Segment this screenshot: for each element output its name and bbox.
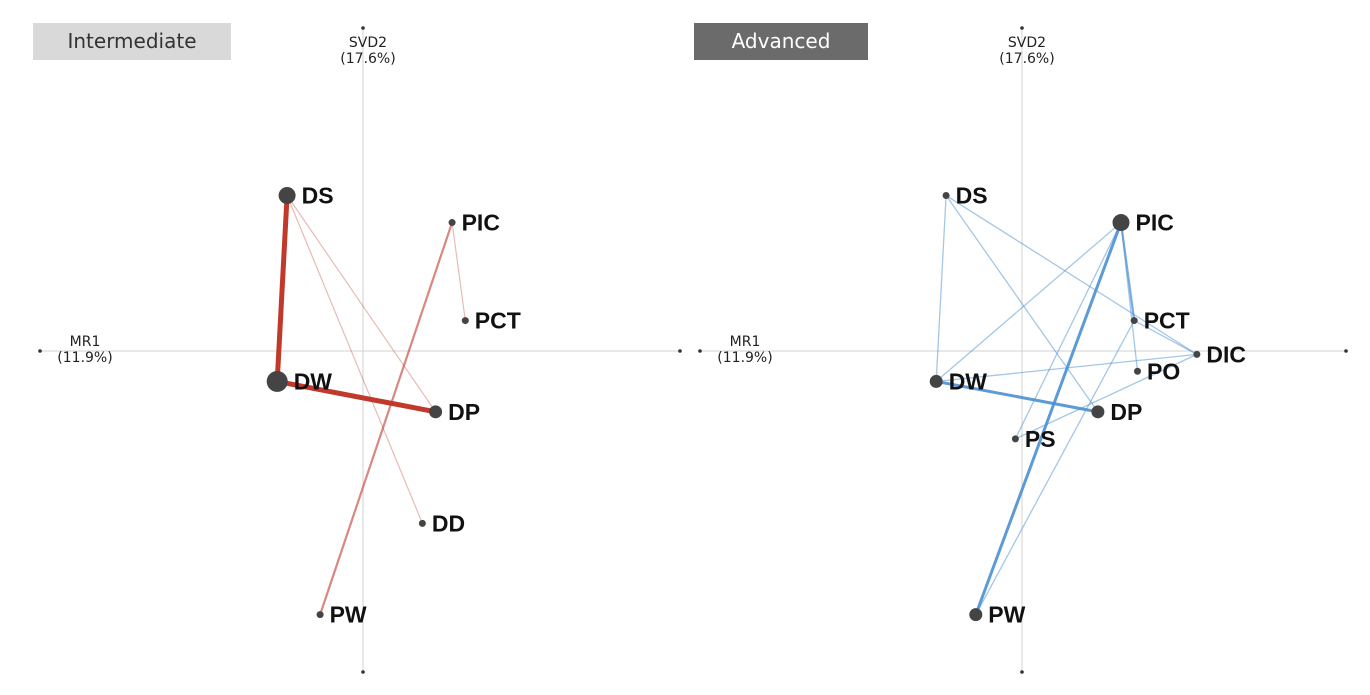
node-label-pic: PIC <box>1136 210 1174 236</box>
edge-dw-pic <box>935 221 1122 383</box>
node-ps <box>1011 435 1019 443</box>
edge-pic-pw <box>319 221 454 616</box>
node-dw <box>929 374 943 388</box>
panel-tag-advanced: Advanced <box>694 23 868 60</box>
edge-ds-dp <box>286 194 437 413</box>
edge-ds-dw <box>935 194 947 383</box>
node-label-ds: DS <box>956 183 988 209</box>
y-axis-label-line: (17.6%) <box>340 51 395 67</box>
edge-pct-dic <box>1133 319 1198 356</box>
edge-pic-pct <box>451 221 466 322</box>
node-label-ps: PS <box>1025 426 1056 452</box>
node-dp <box>429 405 443 419</box>
x-axis-label: MR1(11.9%) <box>57 334 112 366</box>
edge-pic-ps <box>1014 221 1122 440</box>
node-dd <box>418 519 426 527</box>
y-axis-label-line: SVD2 <box>1008 35 1046 51</box>
node-pic <box>1112 214 1130 232</box>
node-label-pw: PW <box>988 602 1025 628</box>
node-ds <box>942 192 950 200</box>
node-label-pct: PCT <box>1144 308 1190 334</box>
edge-dic-ps <box>1014 353 1198 440</box>
y-axis-label-line: (17.6%) <box>999 51 1054 67</box>
node-po <box>1134 367 1141 375</box>
axis-end-dot <box>361 26 365 30</box>
x-axis-label-line: (11.9%) <box>717 350 772 366</box>
axis-end-dot <box>698 349 702 353</box>
edge-pic-pw <box>974 221 1123 617</box>
axis-end-dot <box>361 670 365 674</box>
axis-end-dot <box>1020 670 1024 674</box>
node-label-pw: PW <box>330 602 367 628</box>
node-label-dp: DP <box>1110 399 1142 425</box>
x-axis-label-line: (11.9%) <box>57 350 112 366</box>
node-dw <box>266 370 288 392</box>
x-axis-label-line: MR1 <box>730 334 761 350</box>
panel-tag-intermediate: Intermediate <box>33 23 231 60</box>
edge-ds-dd <box>286 194 423 524</box>
node-pct <box>461 317 469 325</box>
y-axis-label-line: SVD2 <box>349 35 387 51</box>
node-label-ds: DS <box>302 183 334 209</box>
axis-end-dot <box>1344 349 1348 353</box>
edge-ds-dw <box>274 193 290 384</box>
y-axis-label: SVD2(17.6%) <box>999 35 1054 67</box>
panel-intermediate: SVD2(17.6%) MR1(11.9%) DS PIC PCT DW DP DD PW <box>38 26 682 674</box>
axis-end-dot <box>1020 26 1024 30</box>
node-label-dw: DW <box>294 368 333 394</box>
edge-pct-pw <box>975 319 1135 616</box>
axis-end-dot <box>678 349 682 353</box>
node-pic <box>448 219 456 227</box>
y-axis-label: SVD2(17.6%) <box>340 35 395 67</box>
node-ds <box>278 187 296 205</box>
node-pct <box>1130 317 1138 325</box>
node-label-dp: DP <box>448 399 480 425</box>
edge-dw-dp <box>274 378 439 415</box>
edge-dw-dp <box>934 379 1100 414</box>
node-pw <box>969 608 983 622</box>
node-pw <box>316 611 324 619</box>
edge-ds-dic <box>945 194 1198 356</box>
x-axis-label-line: MR1 <box>70 334 101 350</box>
node-dp <box>1091 405 1105 419</box>
edge-pic-po <box>1120 221 1139 372</box>
node-label-dd: DD <box>432 510 465 536</box>
node-label-dw: DW <box>949 368 988 394</box>
node-label-po: PO <box>1147 358 1180 384</box>
node-label-dic: DIC <box>1206 341 1246 367</box>
edge-ds-dp <box>945 194 1099 413</box>
node-label-pic: PIC <box>462 210 500 236</box>
panel-advanced: SVD2(17.6%) MR1(11.9%) DS PIC PCT DIC PO DW DP PS… <box>698 26 1348 674</box>
node-dic <box>1193 350 1201 358</box>
axis-end-dot <box>38 349 42 353</box>
node-label-pct: PCT <box>475 308 521 334</box>
x-axis-label: MR1(11.9%) <box>717 334 772 366</box>
